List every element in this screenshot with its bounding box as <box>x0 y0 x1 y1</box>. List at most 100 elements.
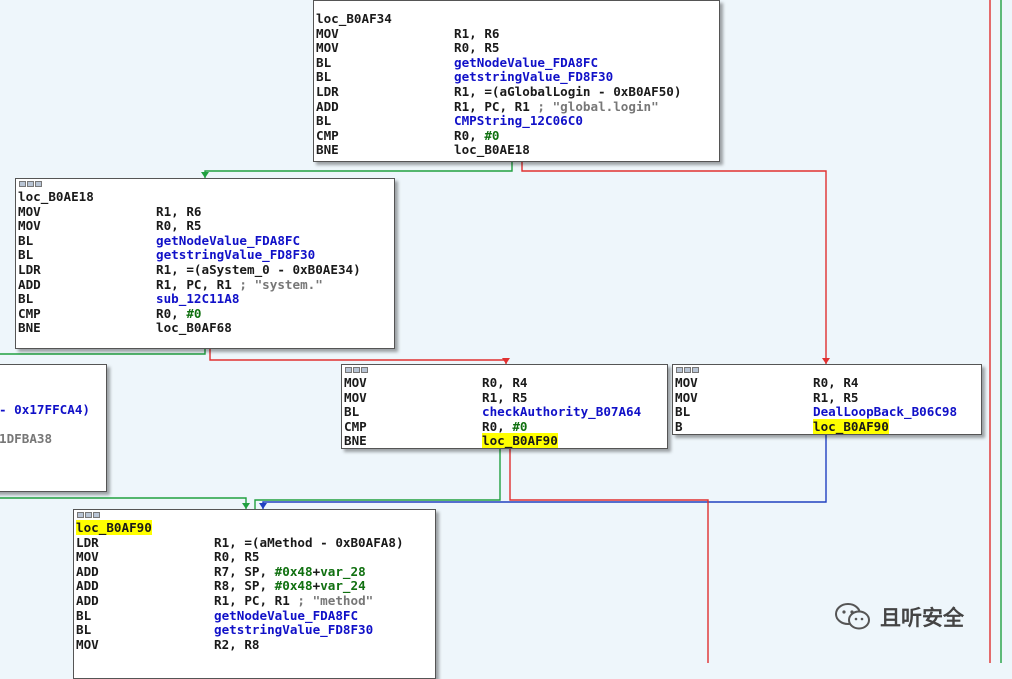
operand-part[interactable]: getNodeValue_FDA8FC <box>156 232 301 248</box>
operand-part: R1, R6 <box>156 203 202 219</box>
instruction-row[interactable]: MOV R0, R5 <box>314 40 719 56</box>
instruction-row[interactable]: BL getstringValue_FD8F30 <box>314 70 719 85</box>
watermark-text: 且听安全 <box>880 606 964 630</box>
operand-part[interactable]: loc_B0AF90 <box>482 433 558 449</box>
mnemonic: ADD <box>316 98 339 114</box>
edge-n3-n5 <box>254 449 501 509</box>
mnemonic: BL <box>675 404 691 420</box>
operands: R2, R8 <box>214 637 260 653</box>
edge-n2-n3 <box>209 349 507 364</box>
operands: R1, =(aSystem_0 - 0xB0AE34) <box>156 261 361 278</box>
watermark: 且听安全 <box>834 600 964 634</box>
operands: getstringValue_FD8F30 <box>214 622 374 638</box>
operand-part: R1, PC, R1 <box>454 98 538 114</box>
arrow-n1-n2 <box>201 172 209 178</box>
operand-part: R0, R4 <box>813 375 859 390</box>
operand-part: R8, SP, <box>214 578 275 594</box>
instruction-row[interactable]: CMP R0, #0 <box>314 127 719 144</box>
operand-part: #0x48 <box>274 578 313 594</box>
wechat-icon <box>835 603 870 630</box>
operand-part: R0, R5 <box>454 40 500 56</box>
mnemonic: BNE <box>18 320 41 336</box>
block-label: loc_B0AF90 <box>76 520 152 535</box>
instruction-row[interactable]: BL DealLoopBack_B06C98 <box>673 404 981 420</box>
operand-part: loc_B0AE18 <box>454 142 530 158</box>
operands: R1, PC, R1 ; "global.login" <box>454 98 659 115</box>
mnemonic: BL <box>316 69 332 85</box>
operands: R0, R4 <box>813 375 859 391</box>
mnemonic: LDR <box>316 83 339 99</box>
operand-part[interactable]: getNodeValue_FDA8FC <box>454 54 599 70</box>
operands: loc_B0AE18 <box>454 143 530 158</box>
operand-part[interactable]: getstringValue_FD8F30 <box>454 69 614 85</box>
operand-part[interactable]: getstringValue_FD8F30 <box>214 622 374 638</box>
instruction-row[interactable]: ADD R1, PC, R1 ; "global.login" <box>314 98 719 115</box>
operands: R0, R5 <box>454 40 500 56</box>
operand-part[interactable]: getNodeValue_FDA8FC <box>214 607 359 623</box>
operand-part: R1, =(aSystem_0 - 0xB0AE34) <box>156 261 361 277</box>
operands: loc_B0AF90 <box>482 433 558 449</box>
operands: getstringValue_FD8F30 <box>156 248 315 263</box>
operand-part[interactable]: getstringValue_FD8F30 <box>156 247 316 263</box>
mnemonic: CMP <box>316 127 339 143</box>
instruction-row[interactable]: BL getNodeValue_FDA8FC <box>16 232 394 249</box>
operands: R8, SP, #0x48+var_24 <box>214 579 366 594</box>
mnemonic: MOV <box>316 40 339 56</box>
operand-part: #0 <box>484 127 500 143</box>
operands: R0, #0 <box>454 127 500 144</box>
instruction-row[interactable]: BL CMPString_12C06C0 <box>314 113 719 129</box>
operands: R1, =(aMethod - 0xB0AFA8) <box>214 535 404 551</box>
operand-part[interactable]: DealLoopBack_B06C98 <box>813 404 958 420</box>
mnemonic: BL <box>316 113 332 129</box>
operands: checkAuthority_B07A64 <box>482 404 642 420</box>
operand-part[interactable]: CMPString_12C06C0 <box>454 113 583 129</box>
mnemonic: ADD <box>76 563 99 579</box>
operand-part: #0 <box>186 305 202 321</box>
mnemonic: MOV <box>344 375 367 390</box>
partial-node-left[interactable]: - 0x17FFCA4) 1DFBA38 <box>0 364 107 492</box>
operands: getNodeValue_FDA8FC <box>454 54 599 71</box>
operand-part: ; "method" <box>297 592 374 608</box>
operand-part[interactable]: sub_12C11A8 <box>156 291 240 307</box>
operands: R0, #0 <box>156 305 202 322</box>
operand-part[interactable]: checkAuthority_B07A64 <box>482 404 642 420</box>
operands: R1, R5 <box>482 390 528 406</box>
mnemonic: BL <box>18 232 34 248</box>
operand-part: + <box>312 578 321 594</box>
operand-part[interactable]: loc_B0AF90 <box>813 418 889 434</box>
operand-part: #0x48 <box>274 563 313 579</box>
